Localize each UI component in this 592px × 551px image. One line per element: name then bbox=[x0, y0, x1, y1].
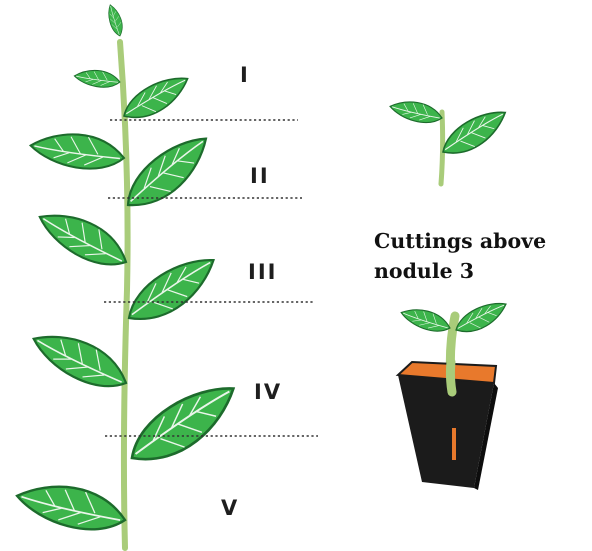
leaf bbox=[114, 132, 221, 213]
segment-label-1: I bbox=[240, 63, 250, 87]
leaf bbox=[14, 465, 130, 549]
leaf bbox=[118, 74, 195, 123]
cutting-caption: Cuttings above nodule 3 bbox=[374, 226, 589, 286]
caption-line-2: nodule 3 bbox=[374, 256, 589, 286]
leaf bbox=[108, 4, 123, 37]
pot-mark bbox=[452, 428, 456, 460]
main-stem bbox=[120, 42, 128, 548]
leaf bbox=[119, 381, 248, 469]
cutting-sprig bbox=[388, 91, 513, 184]
leaf bbox=[73, 62, 121, 94]
leaf bbox=[28, 118, 127, 183]
segment-label-5: V bbox=[221, 496, 239, 520]
segment-label-4: IV bbox=[254, 380, 282, 404]
caption-line-1: Cuttings above bbox=[374, 226, 589, 256]
leaf bbox=[29, 314, 132, 406]
segment-label-3: III bbox=[248, 260, 277, 284]
potted-cutting bbox=[398, 299, 511, 490]
segment-label-2: II bbox=[250, 164, 270, 188]
leaf bbox=[35, 194, 132, 283]
leaf bbox=[118, 253, 225, 327]
